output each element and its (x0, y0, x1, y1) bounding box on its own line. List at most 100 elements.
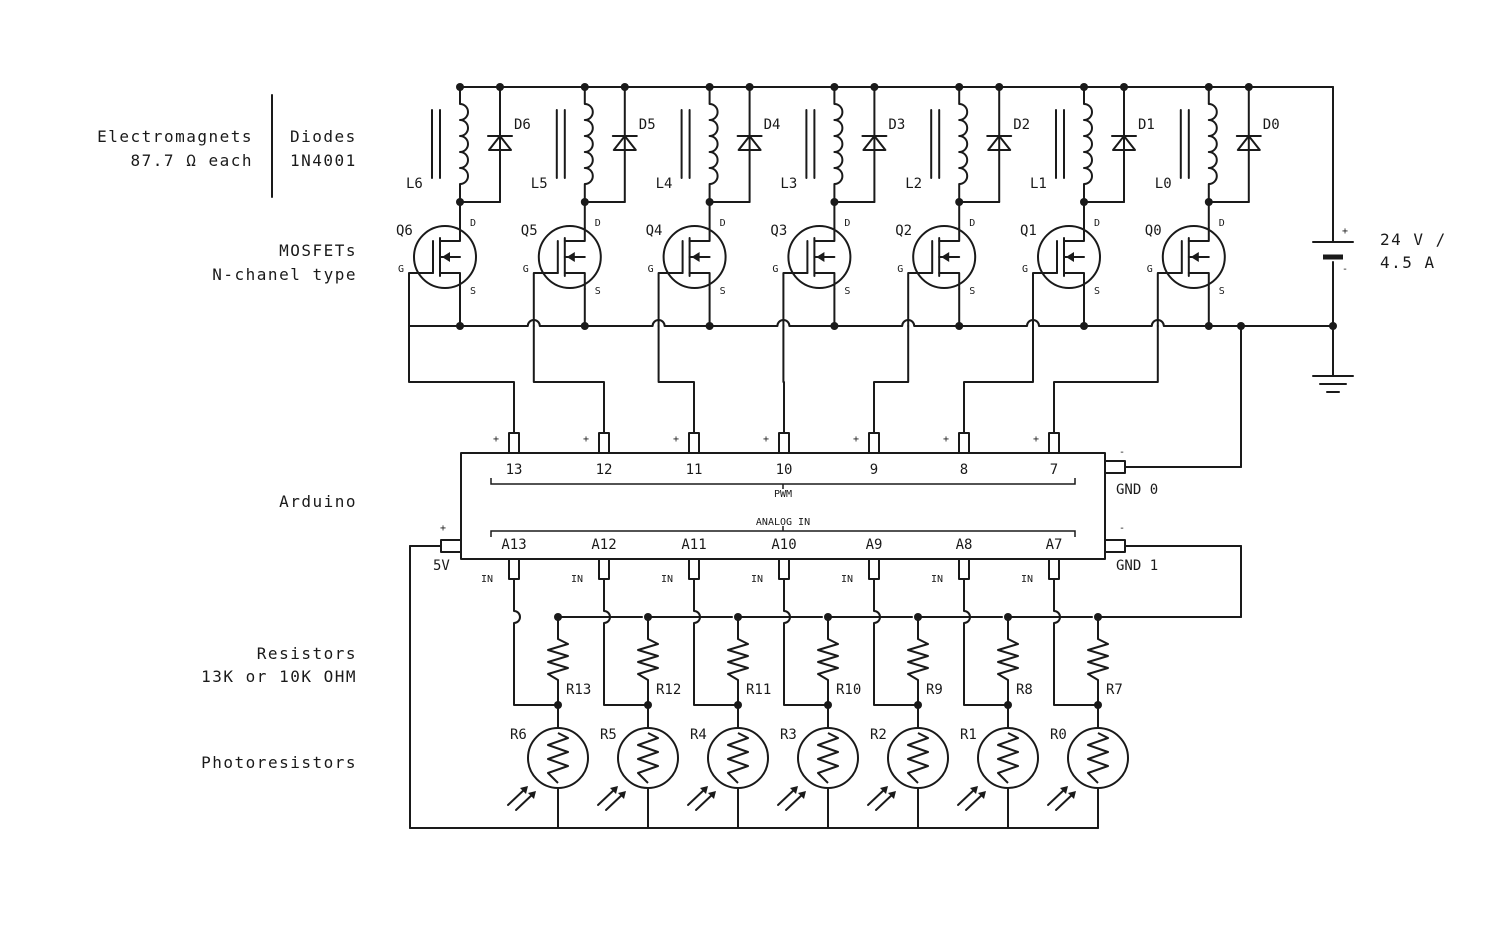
mosfet-source-lead (688, 272, 711, 290)
coil-icon (1083, 103, 1093, 185)
junction-dot (955, 198, 964, 206)
mosfet-arrow-icon (1066, 252, 1074, 262)
coil-icon (708, 103, 719, 185)
photoresistor-element (907, 732, 929, 784)
digital-pin-label: 11 (686, 462, 703, 478)
mosfet-drain-pin: D (595, 218, 601, 229)
diode-label: D4 (764, 117, 781, 133)
mosfet-icon (537, 225, 602, 289)
mosfet-source-pin: S (844, 286, 850, 297)
gate-lead (1032, 272, 1058, 327)
diode-label: D0 (1263, 117, 1280, 133)
electromagnets-label: Electromagnets (97, 127, 253, 146)
junction-dot (1080, 83, 1088, 91)
analog-sense-wire (693, 578, 739, 706)
ground-icon (1312, 375, 1354, 393)
photoresistor-icon (887, 727, 949, 789)
coil-label: L5 (531, 176, 548, 192)
mosfet-source-lead (938, 272, 961, 290)
analog-in-label: IN (1021, 574, 1033, 585)
resistor-label: R9 (926, 682, 943, 698)
digital-pin-label: 7 (1050, 462, 1058, 478)
diode-icon (737, 135, 762, 151)
gate-to-pin-wire (657, 325, 695, 434)
gnd0-pin (1104, 460, 1126, 474)
mosfet-source-lead (439, 272, 461, 290)
junction-dot (554, 613, 562, 621)
analog-pin-label: A11 (681, 537, 706, 553)
digital-pin (778, 432, 790, 454)
mosfet-gate-pin: G (1147, 264, 1153, 275)
digital-pin (598, 432, 610, 454)
mosfet-source-lead (563, 272, 586, 290)
analog-in-label: IN (481, 574, 493, 585)
digital-pin-label: 8 (960, 462, 968, 478)
mosfets-type-label: N-chanel type (212, 265, 357, 284)
mosfet-icon (662, 225, 727, 289)
mosfet-drain-pin: D (470, 218, 476, 229)
resistor-label: R8 (1016, 682, 1033, 698)
gate-to-pin-wire (782, 325, 785, 434)
digital-pin (508, 432, 520, 454)
pin-plus: + (1033, 434, 1039, 445)
junction-dot (1080, 198, 1088, 206)
junction-dot (830, 198, 839, 206)
mosfet-arrow-icon (816, 252, 825, 262)
junction-dot (870, 83, 879, 91)
mosfet-drain-lead (1187, 227, 1210, 242)
resistors-value-label: 13K or 10K OHM (201, 667, 357, 686)
mosfet-gate-pin: G (648, 264, 654, 275)
mosfet-source-lead (813, 272, 836, 290)
junction-dot (1204, 83, 1213, 91)
mosfet-arrow-icon (1190, 252, 1199, 262)
mosfet-icon (1161, 225, 1226, 289)
ground-bus (708, 319, 836, 327)
digital-pin (958, 432, 970, 454)
diode-icon (862, 135, 887, 151)
pin-plus: + (763, 434, 769, 445)
diode-label: D3 (888, 117, 905, 133)
analog-pin (958, 558, 970, 580)
photoresistor-label: R1 (960, 727, 977, 743)
gnd0-label: GND 0 (1116, 482, 1158, 498)
ground-bus (583, 319, 711, 327)
mosfet-drain-pin: D (1219, 218, 1225, 229)
resistor-label: R7 (1106, 682, 1123, 698)
mosfet-label: Q6 (396, 223, 413, 239)
battery-minus: - (1342, 264, 1348, 275)
diode-label: D1 (1138, 117, 1155, 133)
photoresistor-element (637, 732, 659, 784)
junction-dot (644, 701, 652, 709)
mosfet-drain-lead (563, 227, 586, 242)
pwm-label: PWM (774, 489, 792, 500)
light-arrow-head (610, 786, 618, 794)
coil-label: L0 (1155, 176, 1172, 192)
mosfet-gate-pin: G (398, 264, 404, 275)
v5-label: 5V (433, 558, 450, 574)
ground-bus (459, 319, 586, 327)
mosfet-label: Q1 (1020, 223, 1037, 239)
resistor-label: R13 (566, 682, 591, 698)
analog-in-label: IN (841, 574, 853, 585)
gate-to-pin-wire (873, 325, 910, 434)
photoresistor-label: R6 (510, 727, 527, 743)
analog-in-label: IN (751, 574, 763, 585)
analog-pin (688, 558, 700, 580)
gate-lead (782, 272, 809, 327)
pwm-bracket (490, 478, 1076, 485)
coil-icon (459, 103, 469, 185)
photoresistor-label: R2 (870, 727, 887, 743)
pin-plus: + (583, 434, 589, 445)
light-arrow-head (790, 786, 798, 794)
photoresistor-icon (707, 727, 769, 789)
mosfet-drain-lead (938, 227, 961, 242)
light-arrow-head (970, 786, 978, 794)
mosfet-gate-pin: G (1022, 264, 1028, 275)
battery-plus: + (1342, 226, 1348, 237)
junction-dot (554, 701, 562, 709)
pin-plus: + (943, 434, 949, 445)
diodes-label: Diodes (290, 127, 357, 146)
pin-plus: + (493, 434, 499, 445)
